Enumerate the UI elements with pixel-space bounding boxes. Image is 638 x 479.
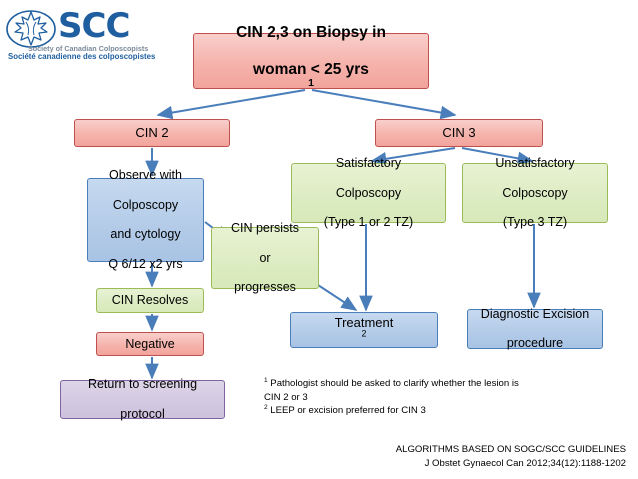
resolves-label: CIN Resolves — [111, 293, 189, 308]
unsatisfactory-line3: (Type 3 TZ) — [502, 215, 568, 230]
negative-label: Negative — [125, 336, 175, 351]
footnotes: 1 Pathologist should be asked to clarify… — [264, 377, 616, 418]
node-diagnostic-excision-procedure[interactable]: Diagnostic Excision procedure — [467, 306, 603, 351]
node-satisfactory-colposcopy[interactable]: Satisfactory Colposcopy (Type 1 or 2 TZ) — [291, 156, 446, 229]
observe-line3: and cytology — [110, 227, 181, 242]
return-line2: protocol — [120, 406, 165, 421]
footnote-1: 1 Pathologist should be asked to clarify… — [264, 377, 616, 391]
persists-line1: CIN persists — [230, 221, 300, 236]
node-cin2[interactable]: CIN 2 — [74, 119, 230, 147]
title-superscript: 1 — [308, 77, 314, 90]
cin3-label: CIN 3 — [442, 125, 476, 141]
citation: ALGORITHMS BASED ON SOGC/SCC GUIDELINES … — [318, 443, 626, 471]
return-line1: Return to screening — [87, 377, 198, 392]
observe-line4: Q 6/12 x2 yrs — [108, 256, 183, 271]
footnote-1-line1: Pathologist should be asked to clarify w… — [270, 378, 519, 389]
unsatisfactory-line1: Unsatisfactory — [495, 156, 575, 171]
logo-name-french: Société canadienne des colposcopistes — [8, 52, 156, 61]
cin2-label: CIN 2 — [135, 125, 169, 141]
persists-line3: progresses — [234, 280, 296, 295]
logo-name-english: Society of Canadian Colposcopists — [28, 44, 149, 53]
logo-acronym: SCC — [58, 6, 130, 46]
footnote-2-marker: 2 — [264, 404, 268, 412]
footnote-1-marker: 1 — [264, 376, 268, 384]
excision-line2: procedure — [506, 336, 564, 351]
excision-line1: Diagnostic Excision — [480, 306, 590, 321]
footnote-2: 2 LEEP or excision preferred for CIN 3 — [264, 404, 616, 418]
node-negative[interactable]: Negative — [96, 332, 204, 356]
citation-line1: ALGORITHMS BASED ON SOGC/SCC GUIDELINES — [395, 444, 626, 455]
wire-persists-to-treatment — [317, 284, 358, 311]
observe-line2: Colposcopy — [112, 197, 179, 212]
satisfactory-line3: (Type 1 or 2 TZ) — [323, 215, 414, 230]
node-cin-resolves[interactable]: CIN Resolves — [96, 288, 204, 313]
observe-line1: Observe with — [109, 168, 182, 183]
title-line1: CIN 2,3 on Biopsy in — [236, 24, 386, 42]
footnote-1-continued: CIN 2 or 3 — [264, 391, 308, 403]
node-cin-persists-or-progresses[interactable]: CIN persists or progresses — [211, 221, 319, 294]
title-line2: woman < 25 yrs — [253, 61, 369, 78]
maple-leaf-emblem-icon — [6, 10, 56, 48]
node-return-to-screening-protocol[interactable]: Return to screening protocol — [60, 377, 225, 421]
node-unsatisfactory-colposcopy[interactable]: Unsatisfactory Colposcopy (Type 3 TZ) — [462, 156, 608, 229]
persists-line2: or — [259, 250, 271, 265]
unsatisfactory-line2: Colposcopy — [502, 185, 568, 200]
satisfactory-line2: Colposcopy — [335, 185, 402, 200]
footnote-2-text: LEEP or excision preferred for CIN 3 — [270, 405, 426, 417]
node-observe-colposcopy-cytology[interactable]: Observe with Colposcopy and cytology Q 6… — [87, 168, 204, 271]
treatment-label: Treatment — [334, 314, 394, 330]
node-cin3[interactable]: CIN 3 — [375, 119, 543, 147]
citation-line2: J Obstet Gynaecol Can 2012;34(12):1188-1… — [424, 457, 626, 469]
satisfactory-line1: Satisfactory — [335, 156, 402, 171]
scc-logo: SCC Society of Canadian Colposcopists So… — [6, 6, 196, 62]
treatment-superscript: 2 — [361, 328, 367, 339]
